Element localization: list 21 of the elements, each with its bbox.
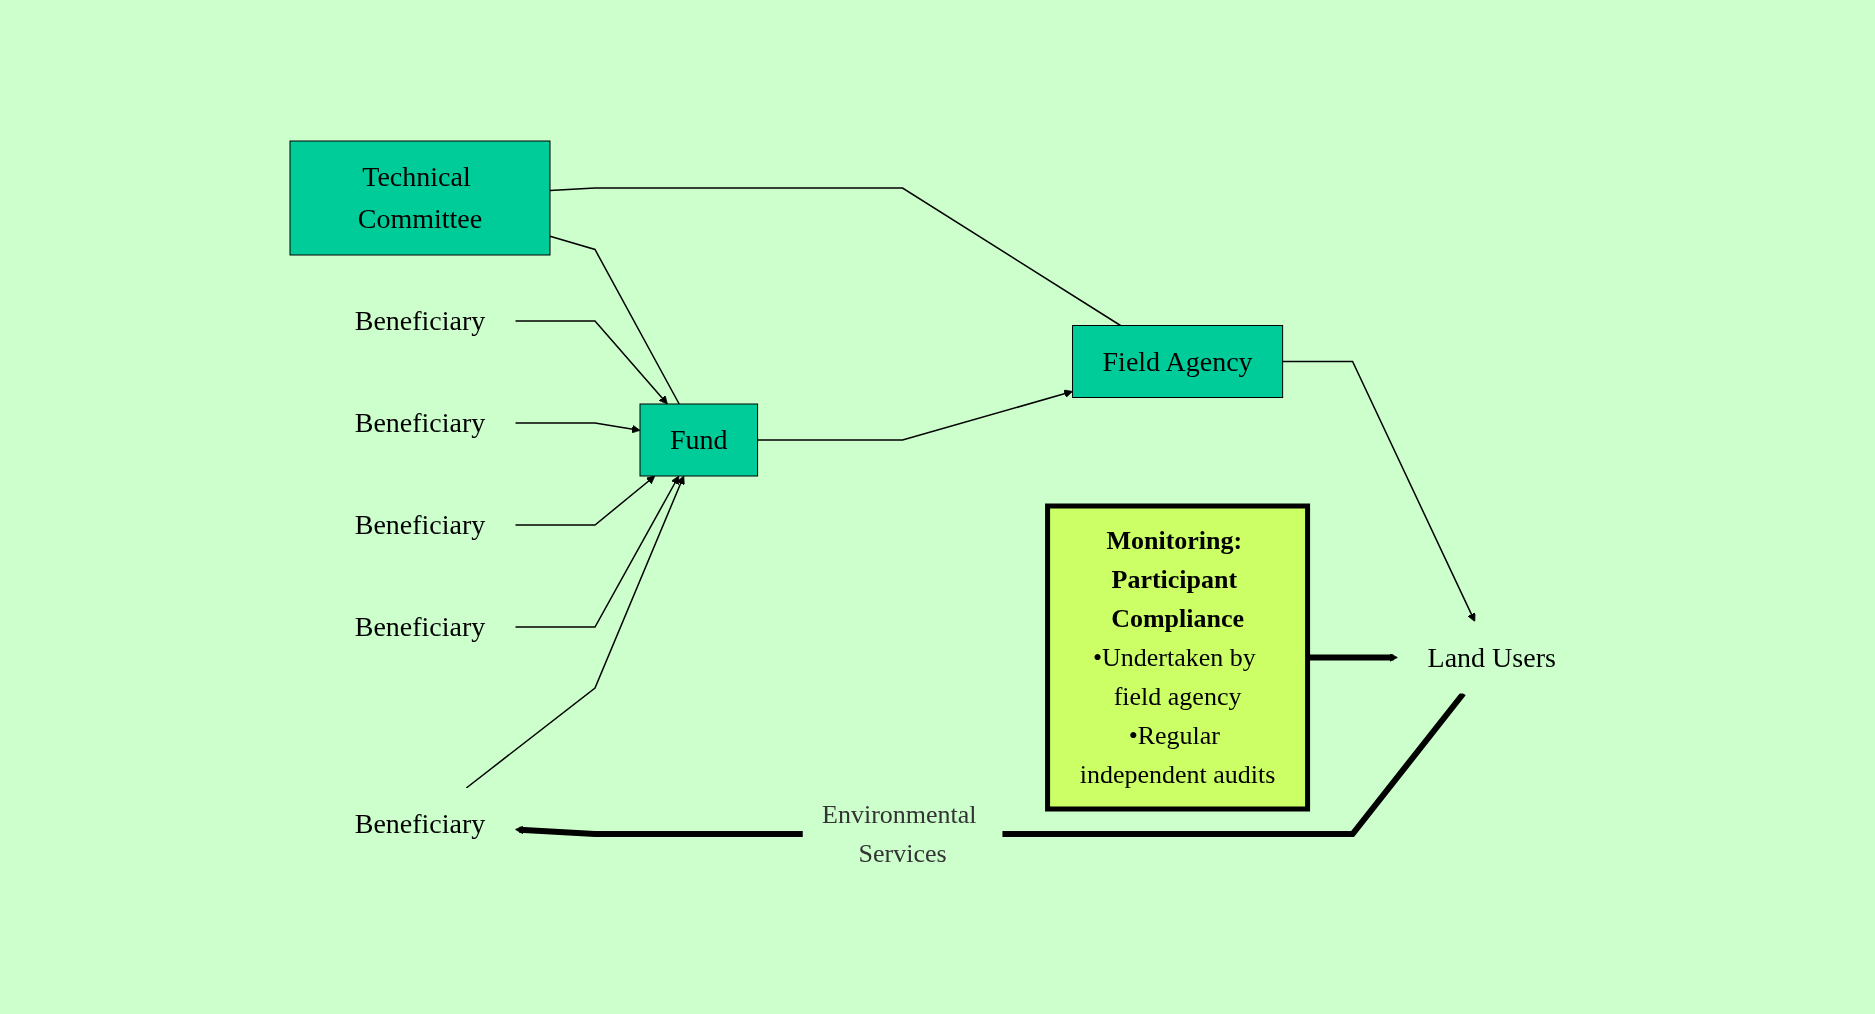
node-box: Technical Committee <box>289 140 551 256</box>
arrow <box>514 422 640 434</box>
connector <box>548 187 1121 327</box>
connector <box>548 235 680 405</box>
arrow <box>514 475 655 526</box>
node-box: Monitoring: Participant Compliance •Undertaken by field agency •Regular independent audits <box>1044 503 1310 812</box>
arrow <box>465 475 685 789</box>
edge-label: Environmental Services <box>821 800 977 868</box>
arrow <box>514 320 668 405</box>
node-text: Beneficiary <box>354 305 485 336</box>
node-text: Beneficiary <box>354 808 485 839</box>
node-text: Land Users <box>1427 641 1556 673</box>
node-text: Beneficiary <box>354 509 485 540</box>
arrow <box>1281 360 1475 622</box>
arrow <box>514 475 679 628</box>
arrow <box>1307 653 1398 662</box>
arrow <box>756 389 1073 441</box>
node-box: Field Agency <box>1071 325 1283 398</box>
node-text: Beneficiary <box>354 611 485 642</box>
node-box: Fund <box>639 403 758 477</box>
node-text: Beneficiary <box>354 407 485 438</box>
